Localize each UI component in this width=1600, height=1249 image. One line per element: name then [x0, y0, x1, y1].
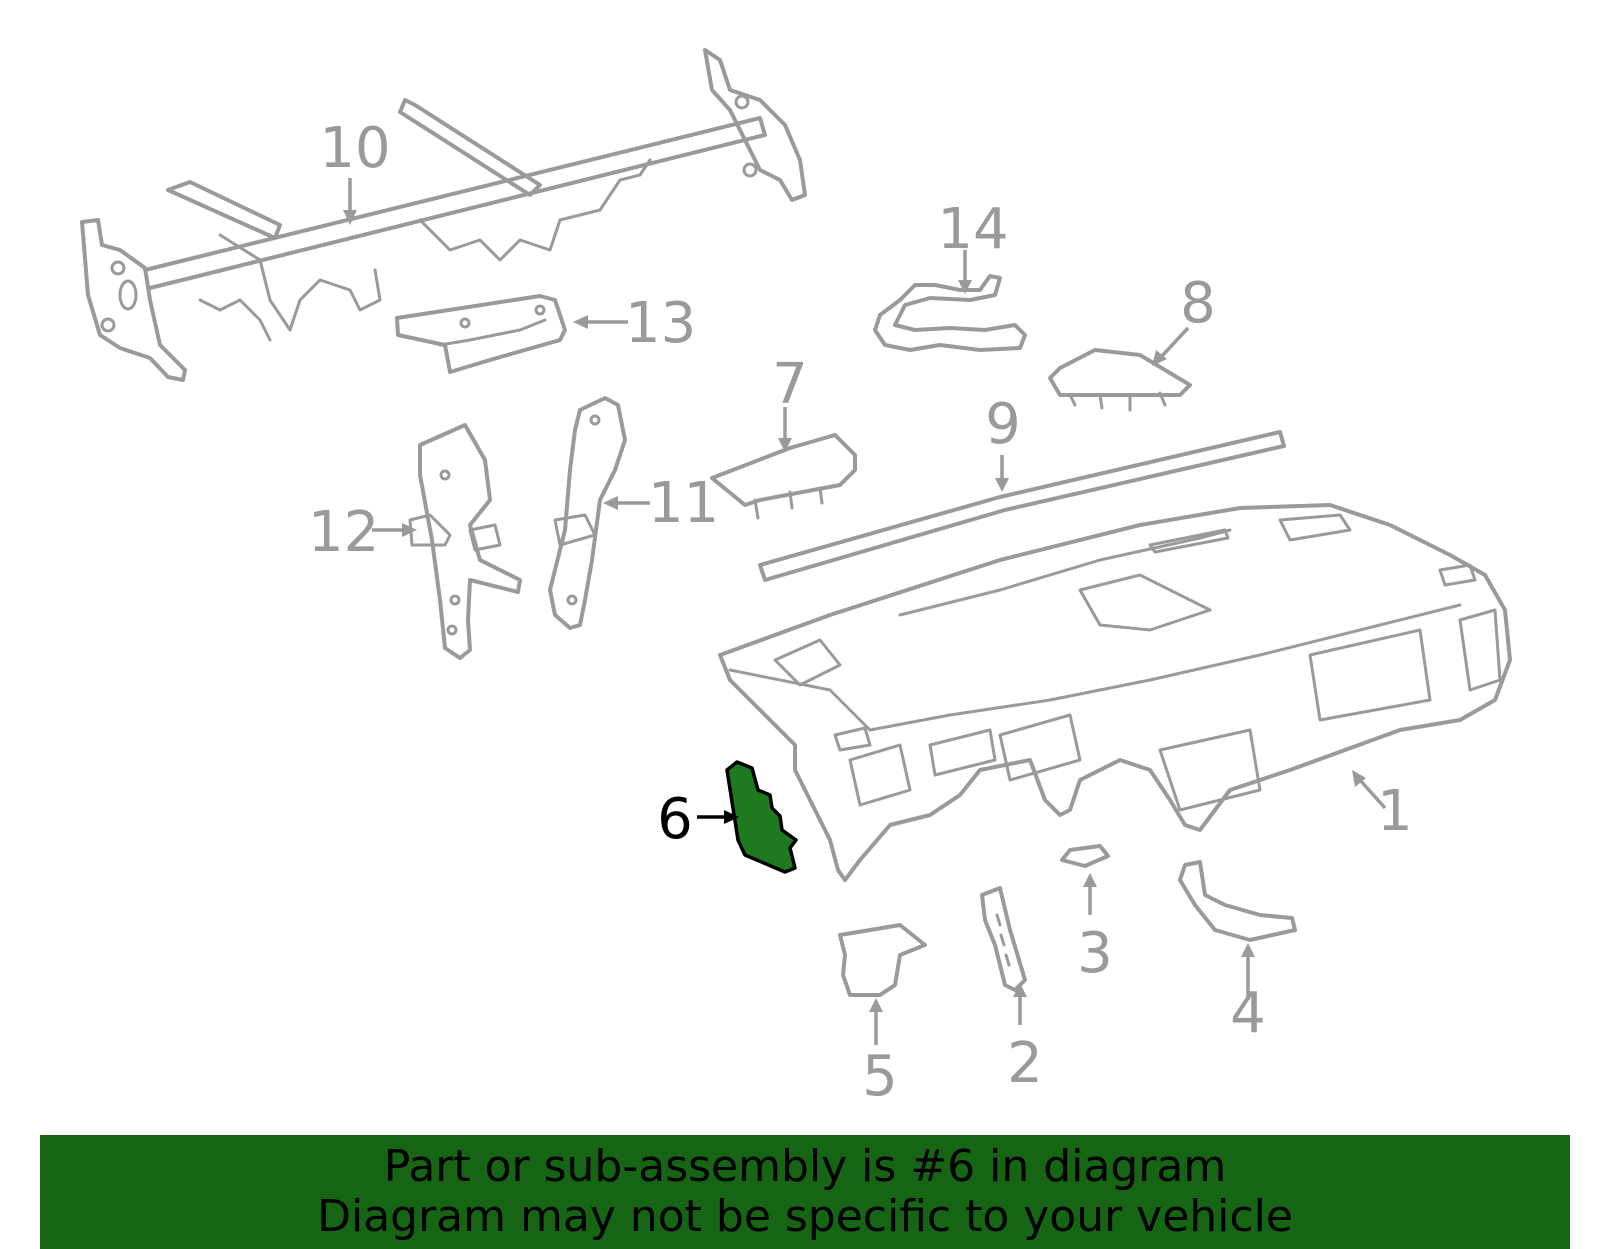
callout-6: 6 — [657, 787, 693, 852]
leader-lines — [343, 178, 1387, 1045]
part-11-brace — [548, 396, 627, 630]
part-12-brace — [408, 423, 522, 660]
callout-8: 8 — [1180, 271, 1216, 336]
part-1-instrument-panel — [718, 503, 1512, 882]
callout-2: 2 — [1007, 1031, 1043, 1096]
callout-4: 4 — [1230, 981, 1266, 1046]
callout-11: 11 — [648, 471, 719, 536]
part-8-cover — [1048, 348, 1192, 412]
part-10-cross-car-beam — [80, 48, 807, 382]
part-9-strip — [758, 430, 1286, 582]
callout-13: 13 — [625, 291, 696, 356]
part-3-clip — [1060, 844, 1110, 868]
callout-7: 7 — [772, 352, 808, 417]
banner-line-2: Diagram may not be specific to your vehi… — [317, 1191, 1293, 1242]
callout-10: 10 — [319, 116, 390, 181]
callout-9: 9 — [985, 392, 1021, 457]
part-5-bracket — [838, 923, 927, 997]
part-2-bracket — [980, 886, 1027, 992]
part-4-bracket — [1178, 860, 1297, 942]
part-13-bracket — [395, 294, 567, 374]
callout-1: 1 — [1377, 779, 1413, 844]
part-6-highlighted — [725, 760, 798, 874]
banner-line-1: Part or sub-assembly is #6 in diagram — [383, 1141, 1227, 1192]
part-14-wire-harness — [873, 274, 1027, 352]
callout-14: 14 — [937, 197, 1008, 262]
callout-12: 12 — [308, 500, 379, 565]
callout-3: 3 — [1077, 921, 1113, 986]
info-banner: Part or sub-assembly is #6 in diagram Di… — [40, 1135, 1570, 1249]
callout-5: 5 — [862, 1044, 898, 1109]
part-7-panel — [710, 433, 857, 520]
